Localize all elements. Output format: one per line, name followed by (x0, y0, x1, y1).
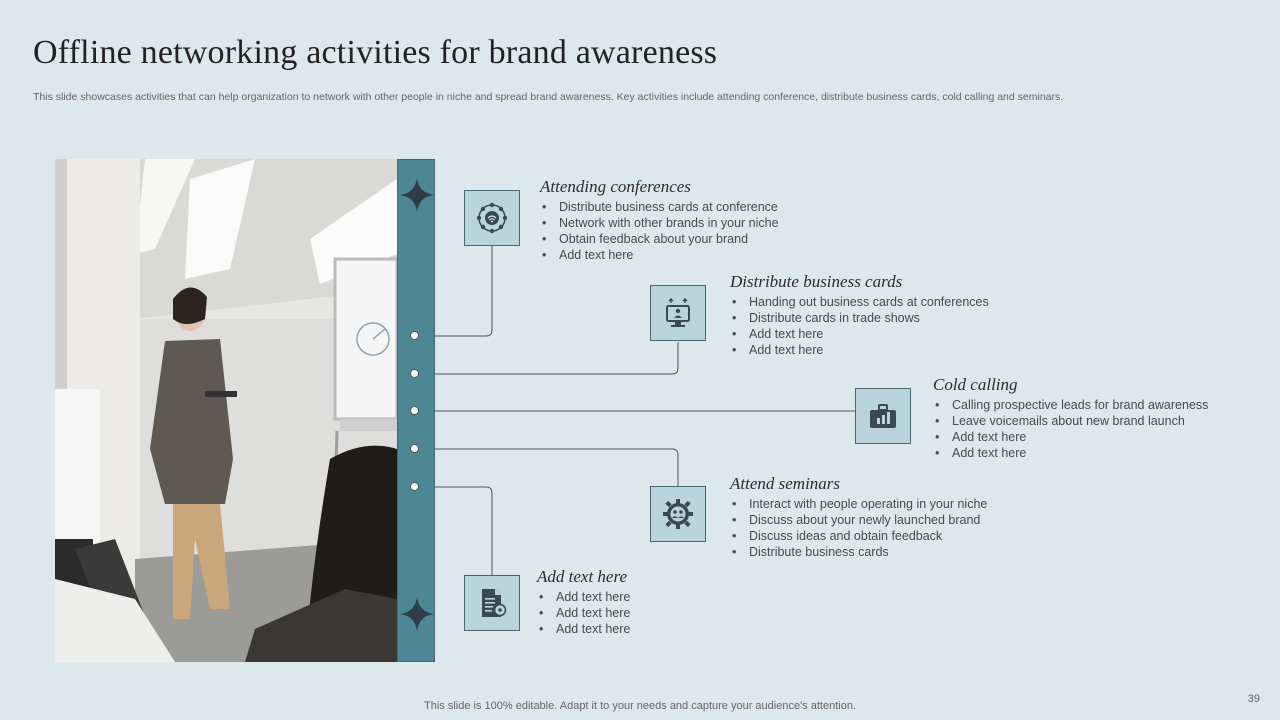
activity-heading: Attend seminars (730, 474, 841, 493)
timeline-dot (410, 482, 419, 491)
activity-bullet: Discuss about your newly launched brand (730, 512, 987, 528)
activity-bullet: Calling prospective leads for brand awar… (933, 397, 1208, 413)
activity-heading: Add text here (537, 567, 627, 586)
activity-bullet: Discuss ideas and obtain feedback (730, 528, 987, 544)
activity-bullet: Add text here (537, 589, 630, 605)
slide-subtitle: This slide showcases activities that can… (33, 91, 1064, 103)
slide-title: Offline networking activities for brand … (33, 34, 718, 71)
activity-heading: Distribute business cards (730, 272, 903, 291)
activity-heading: Cold calling (933, 375, 1018, 394)
timeline-dot (410, 406, 419, 415)
timeline-dot (410, 444, 419, 453)
activity-bullet: Leave voicemails about new brand launch (933, 413, 1208, 429)
slide-footer: This slide is 100% editable. Adapt it to… (424, 700, 856, 712)
presentation-screen-icon (650, 285, 706, 341)
presenter-photo (55, 159, 397, 662)
network-globe-icon (464, 190, 520, 246)
activity-attend-seminars: Attend seminars Interact with people ope… (730, 474, 987, 560)
document-settings-icon (464, 575, 520, 631)
activity-bullet: Distribute business cards (730, 544, 987, 560)
activity-bullet: Distribute business cards at conference (540, 199, 779, 215)
activity-bullet: Add text here (730, 342, 989, 358)
activity-bullet: Add text here (933, 445, 1208, 461)
activity-distribute-business-cards: Distribute business cards Handing out bu… (730, 272, 989, 358)
activity-bullet: Add text here (537, 605, 630, 621)
sparkle-icon (400, 597, 434, 631)
page-number: 39 (1247, 693, 1260, 705)
briefcase-icon (855, 388, 911, 444)
activity-bullet: Add text here (537, 621, 630, 637)
activity-bullet: Add text here (933, 429, 1208, 445)
timeline-dot (410, 369, 419, 378)
activity-cold-calling: Cold calling Calling prospective leads f… (933, 375, 1208, 461)
activity-bullet: Distribute cards in trade shows (730, 310, 989, 326)
activity-bullet: Add text here (540, 247, 779, 263)
gear-people-icon (650, 486, 706, 542)
activity-heading: Attending conferences (540, 177, 691, 196)
timeline-dot (410, 331, 419, 340)
activity-add-text: Add text here Add text here Add text her… (537, 567, 630, 637)
activity-bullet: Interact with people operating in your n… (730, 496, 987, 512)
activity-bullet: Network with other brands in your niche (540, 215, 779, 231)
activity-attending-conferences: Attending conferences Distribute busines… (540, 177, 779, 263)
activity-bullet: Handing out business cards at conference… (730, 294, 989, 310)
activity-bullet: Obtain feedback about your brand (540, 231, 779, 247)
sparkle-icon (400, 178, 434, 212)
activity-bullet: Add text here (730, 326, 989, 342)
